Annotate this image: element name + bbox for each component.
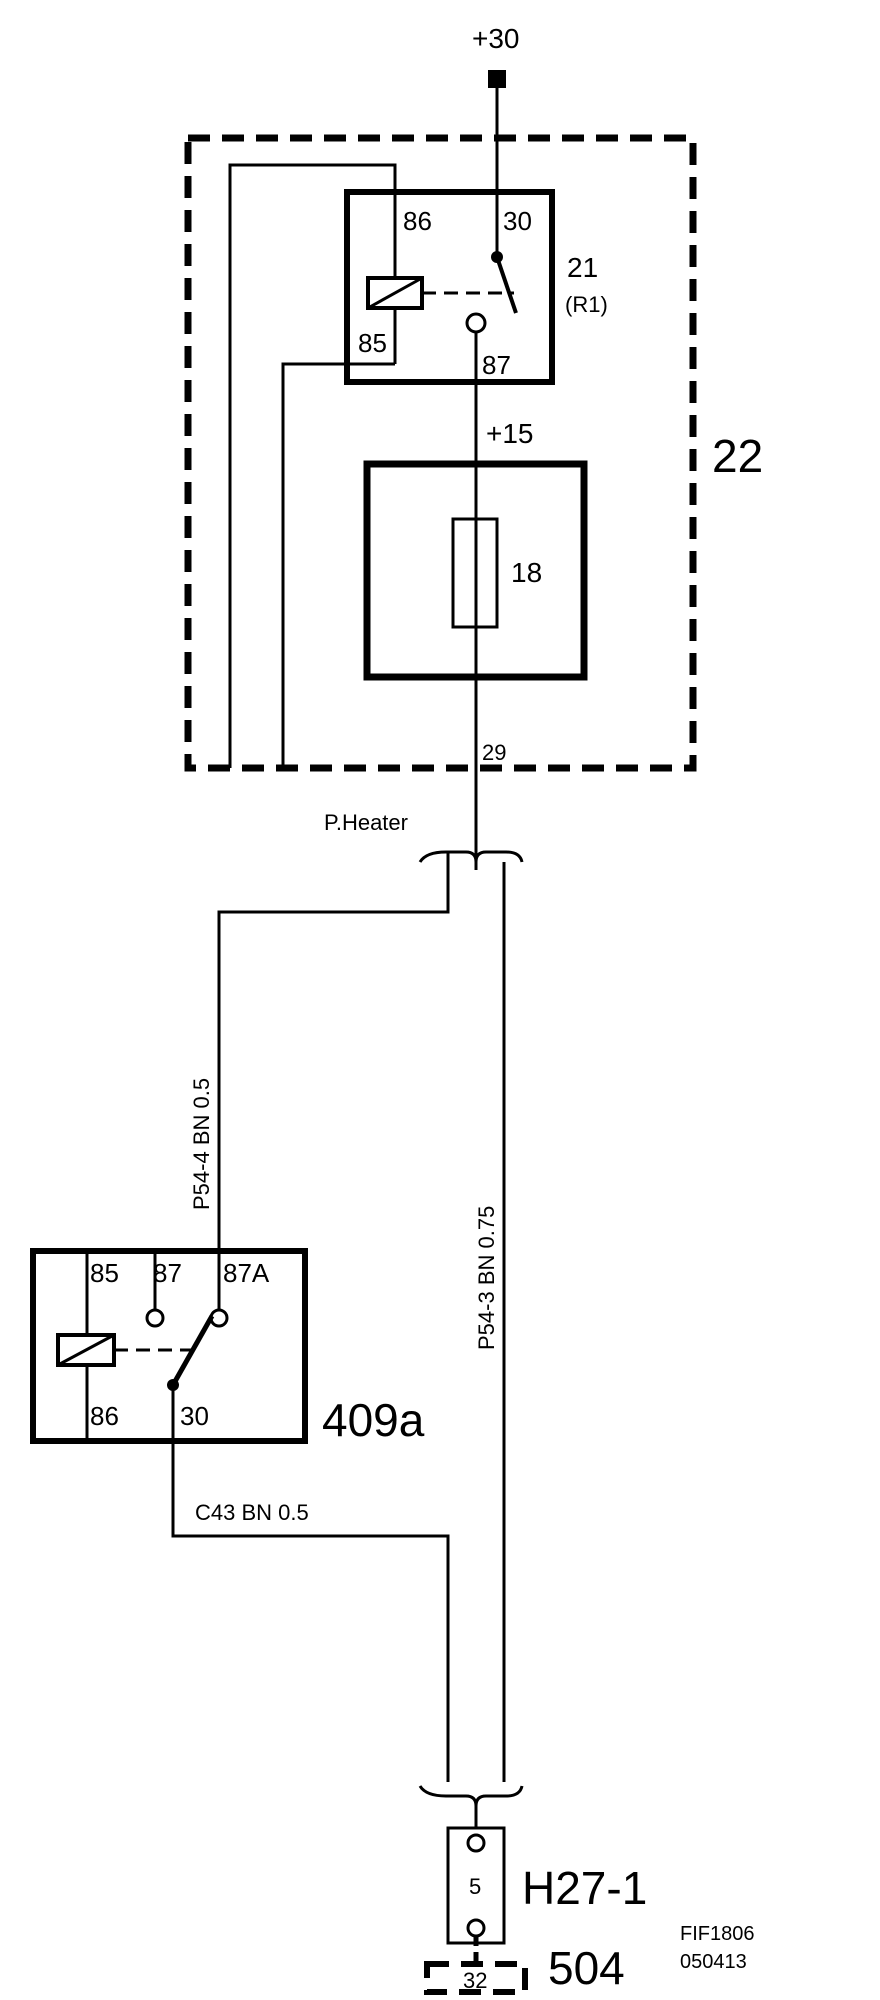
terminal-15-label: +15: [486, 418, 534, 449]
terminal-29-label: 29: [482, 740, 506, 765]
component-504-label: 504: [548, 1942, 625, 1994]
relay-r1-coil-diagonal: [367, 276, 423, 310]
relay-409a-switch-blade: [170, 1314, 215, 1387]
wire-85-inner: [281, 362, 395, 768]
relay-r1-pin-30: 30: [503, 206, 532, 236]
relay-409a-contact-87: [145, 1308, 165, 1328]
relay-409a-pin-30: 30: [180, 1401, 209, 1431]
fuse-box: [363, 460, 588, 681]
relay-r1-pin-87: 87: [482, 350, 511, 380]
relay-r1-sublabel: (R1): [565, 292, 608, 317]
fuse-label: 18: [511, 557, 542, 588]
relay-409a-pin-85: 85: [90, 1258, 119, 1288]
wire-c43: [171, 1441, 450, 1782]
wire-p54-3-label: P54-3 BN 0.75: [474, 1206, 499, 1350]
component-504-box: [424, 1961, 528, 1995]
relay-409a-box: [30, 1248, 308, 1444]
connector-h27-label: H27-1: [522, 1862, 647, 1914]
component-504-pin: 32: [463, 1968, 487, 1993]
battery-terminal: [488, 70, 506, 88]
connector-p-heater-bracket: [418, 850, 524, 863]
wire-86-outer: [228, 163, 397, 768]
unit-22-enclosure: [184, 134, 697, 772]
relay-409a-pin-86: 86: [90, 1401, 119, 1431]
figure-date: 050413: [680, 1951, 747, 1973]
figure-code: FIF1806: [680, 1923, 754, 1945]
relay-r1-pin-86: 86: [403, 206, 432, 236]
relay-409a-pin-87a: 87A: [223, 1258, 270, 1288]
connector-h27-pin-number: 5: [469, 1874, 481, 1899]
relay-r1-pin-85: 85: [358, 328, 387, 358]
wire-p54-4-label: P54-4 BN 0.5: [189, 1078, 214, 1210]
connector-p-heater-label: P.Heater: [324, 810, 408, 835]
unit-22-label: 22: [712, 430, 763, 482]
connector-h27-bottom-pin: [466, 1918, 486, 1938]
connector-h27-top-pin: [466, 1833, 486, 1853]
relay-r1-box: [344, 189, 555, 385]
terminal-30-label: +30: [472, 23, 520, 54]
relay-r1-contact-87: [465, 312, 487, 334]
wire-p54-4: [217, 852, 450, 1310]
relay-r1-switch-blade: [495, 256, 518, 314]
relay-409a-pin-87: 87: [153, 1258, 182, 1288]
relay-409a-coil-diagonal: [57, 1333, 115, 1367]
connector-h27-bracket: [418, 1785, 524, 1807]
relay-r1-label: 21: [567, 252, 598, 283]
relay-409a-label: 409a: [322, 1394, 425, 1446]
wire-c43-label: C43 BN 0.5: [195, 1500, 309, 1525]
